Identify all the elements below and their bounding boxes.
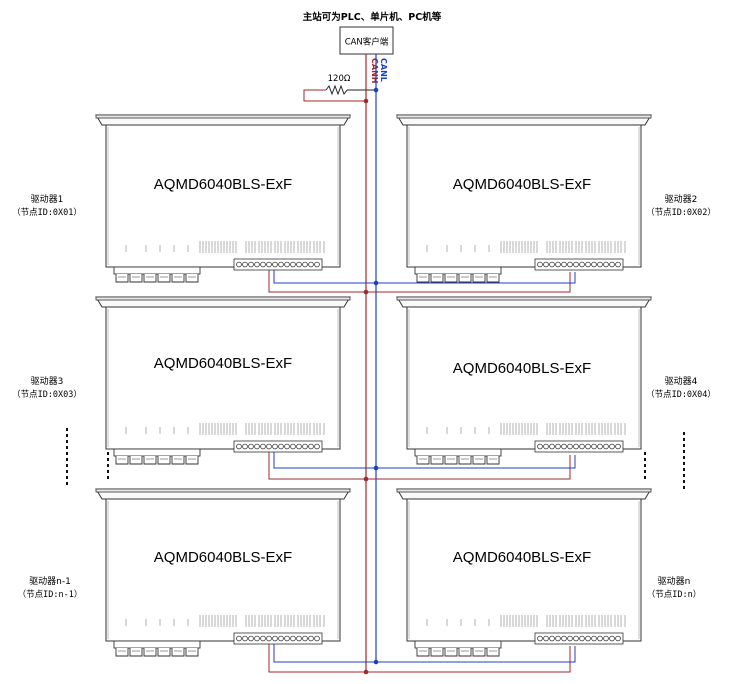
row1-wiring — [268, 270, 576, 293]
canh-label: CANH — [370, 58, 379, 83]
row2-wiring — [268, 452, 576, 480]
driver-node-1: （节点ID:0X01） — [12, 207, 82, 218]
driver-node-5: （节点ID:n-1） — [18, 589, 83, 600]
resistor-label: 120Ω — [328, 74, 351, 84]
driver-name-4: 驱动器4 — [665, 376, 698, 387]
can-client-label: CAN客户端 — [345, 37, 389, 48]
junction-dots — [363, 87, 379, 675]
can-client-box — [339, 26, 394, 55]
driver-name-6: 驱动器n — [658, 576, 691, 587]
driver-name-2: 驱动器2 — [665, 194, 698, 205]
driver-node-6: （节点ID:n） — [647, 589, 701, 600]
canl-label: CANL — [379, 58, 388, 82]
driver-unit-4 — [396, 296, 652, 465]
driver-unit-6 — [396, 488, 652, 657]
driver-model-2: AQMD6040BLS-ExF — [453, 176, 591, 193]
driver-node-3: （节点ID:0X03） — [12, 389, 82, 400]
driver-model-1: AQMD6040BLS-ExF — [154, 176, 292, 193]
continuation-dots — [66, 428, 685, 492]
master-note: 主站可为PLC、单片机、PC机等 — [303, 11, 442, 23]
driver-unit-1 — [95, 114, 351, 283]
driver-node-2: （节点ID:0X02） — [646, 207, 716, 218]
driver-name-1: 驱动器1 — [31, 194, 64, 205]
driver-unit-2 — [396, 114, 652, 283]
termination-resistor — [303, 84, 376, 102]
driver-name-3: 驱动器3 — [31, 376, 64, 387]
driver-model-4: AQMD6040BLS-ExF — [453, 360, 591, 377]
driver-node-4: （节点ID:0X04） — [646, 389, 716, 400]
driver-unit-3 — [95, 296, 351, 465]
driver-name-5: 驱动器n-1 — [29, 576, 71, 587]
driver-unit-5 — [95, 488, 351, 657]
driver-model-3: AQMD6040BLS-ExF — [154, 355, 292, 372]
row3-wiring — [268, 644, 576, 673]
driver-model-6: AQMD6040BLS-ExF — [453, 549, 591, 566]
driver-model-5: AQMD6040BLS-ExF — [154, 549, 292, 566]
